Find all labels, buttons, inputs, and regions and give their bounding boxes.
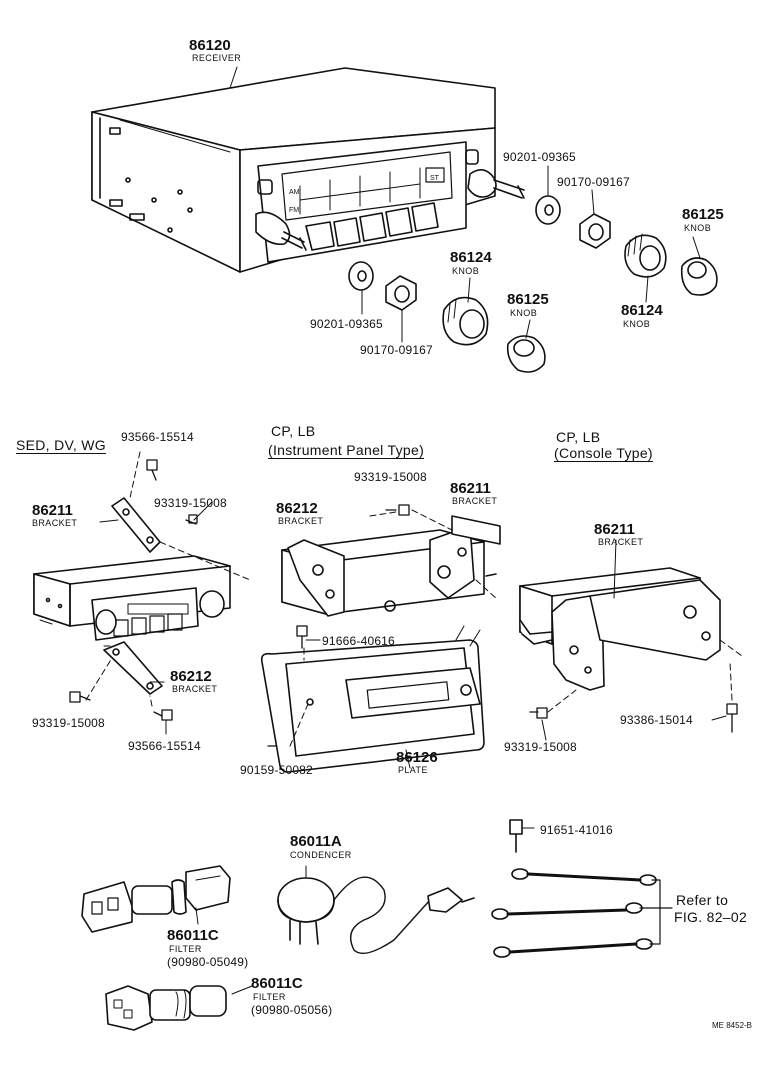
- dial-st-label: ST: [430, 175, 440, 182]
- right-shaft: [465, 149, 525, 199]
- nut-left-part-number: 90170-09167: [360, 343, 433, 357]
- receiver-name: RECEIVER: [192, 53, 242, 63]
- sed-bracket-top-part-number: 86211: [32, 502, 73, 519]
- filter-1-sub-part-number: (90980-05049): [167, 955, 249, 969]
- refer-to-label: Refer to: [676, 892, 729, 908]
- knob-86125-center-part-number: 86125: [507, 291, 549, 308]
- nut-left-drawing: [385, 275, 417, 311]
- knob-86124-left-name: KNOB: [452, 266, 480, 276]
- filter-1-part-number: 86011C: [167, 927, 219, 944]
- filter-2-sub-part-number: (90980-05056): [251, 1003, 333, 1017]
- dial-am-label: AM: [289, 189, 300, 196]
- dial-fm-label: FM: [289, 207, 299, 214]
- ground-bolt-part-number: 91651-41016: [540, 823, 613, 837]
- sed-bracket-top-name: BRACKET: [32, 518, 78, 528]
- knob-86125-center-name: KNOB: [510, 308, 538, 318]
- filter-2-part-number: 86011C: [251, 975, 303, 992]
- figure-code: ME 8452-B: [712, 1021, 753, 1030]
- sed-bolt-bottom-part-number: 93319-15008: [32, 716, 105, 730]
- console-screw-right-part-number: 93386-15014: [620, 713, 693, 727]
- console-bracket-part-number: 86211: [594, 521, 635, 538]
- panel-bracket-right-name: BRACKET: [452, 496, 498, 506]
- nut-right-drawing: [579, 213, 611, 249]
- filter-1-drawing: [81, 865, 231, 933]
- condenser-drawing: [277, 865, 475, 954]
- panel-bracket-left-name: BRACKET: [278, 516, 324, 526]
- ground-straps-drawing: [491, 819, 673, 958]
- knob-86124-left-drawing: [442, 296, 489, 346]
- knob-86125-right-name: KNOB: [684, 223, 712, 233]
- washer-right-part-number: 90201-09365: [503, 150, 576, 164]
- panel-bolt-top-part-number: 93319-15008: [354, 470, 427, 484]
- receiver-part-number: 86120: [189, 37, 231, 54]
- plate-name: PLATE: [398, 765, 428, 775]
- panel-screw-bottom-part-number: 90159-50082: [240, 763, 313, 777]
- knob-86124-left-part-number: 86124: [450, 249, 492, 266]
- section-sed-dv-wg: SED, DV, WG: [16, 437, 106, 454]
- console-bracket-name: BRACKET: [598, 537, 644, 547]
- sed-screw-bottom-part-number: 93566-15514: [128, 739, 201, 753]
- sed-assembly-drawing: [33, 451, 251, 735]
- section-console-line1: CP, LB: [556, 429, 601, 445]
- plate-part-number: 86126: [396, 749, 438, 766]
- panel-bracket-left-part-number: 86212: [276, 500, 318, 517]
- filter-1-name: FILTER: [169, 944, 202, 954]
- washer-left-drawing: [348, 261, 374, 291]
- refer-figure-label: FIG. 82–02: [674, 909, 748, 925]
- sed-bracket-bottom-part-number: 86212: [170, 668, 212, 685]
- console-bolt-left-part-number: 93319-15008: [504, 740, 577, 754]
- washer-left-part-number: 90201-09365: [310, 317, 383, 331]
- knob-86125-center-drawing: [506, 335, 546, 373]
- sed-bolt-top-part-number: 93319-15008: [154, 496, 227, 510]
- leader-lines-top: [229, 66, 701, 343]
- section-console-line2: (Console Type): [554, 445, 653, 462]
- washer-right-drawing: [535, 195, 561, 225]
- panel-assembly-drawing: [260, 504, 501, 773]
- nut-right-part-number: 90170-09167: [557, 175, 630, 189]
- condenser-part-number: 86011A: [290, 833, 342, 850]
- condenser-name: CONDENCER: [290, 850, 352, 860]
- sed-bracket-bottom-name: BRACKET: [172, 684, 218, 694]
- knob-86125-right-part-number: 86125: [682, 206, 724, 223]
- knob-86124-right-drawing: [624, 233, 667, 278]
- sed-screw-top-part-number: 93566-15514: [121, 430, 194, 444]
- knob-86124-right-name: KNOB: [623, 319, 651, 329]
- left-shaft: [255, 179, 307, 251]
- filter-2-name: FILTER: [253, 992, 286, 1002]
- knob-86124-right-part-number: 86124: [621, 302, 663, 319]
- filter-2-drawing: [105, 985, 253, 1031]
- section-panel-line2: (Instrument Panel Type): [268, 442, 425, 459]
- console-assembly-drawing: [519, 539, 743, 741]
- panel-screw-mid-part-number: 91666-40616: [322, 634, 395, 648]
- panel-bracket-right-part-number: 86211: [450, 480, 491, 497]
- section-panel-line1: CP, LB: [271, 423, 316, 439]
- receiver-86120-drawing: AM FM ST: [91, 67, 525, 273]
- knob-86125-right-drawing: [680, 257, 718, 296]
